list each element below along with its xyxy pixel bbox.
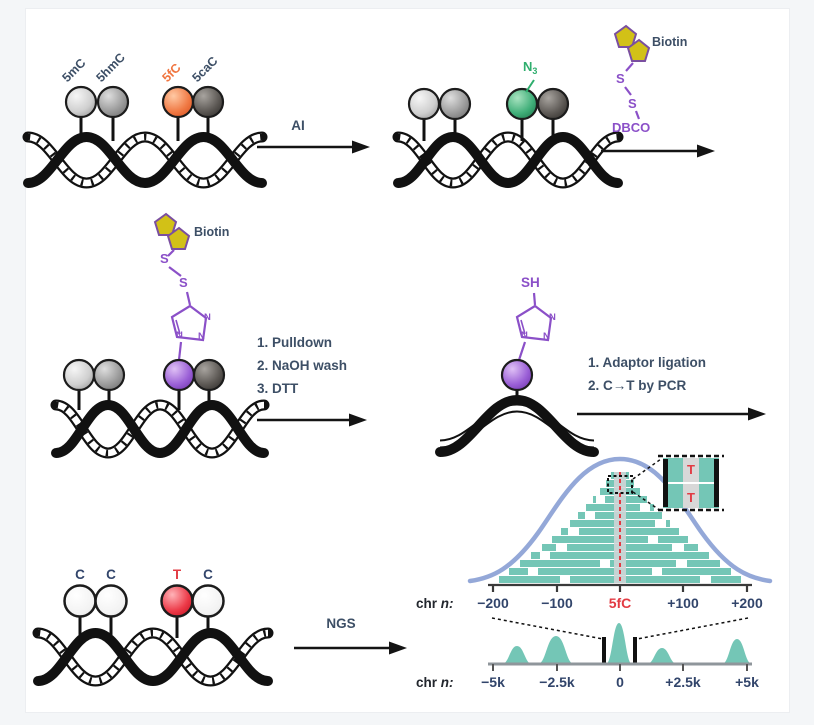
genome-track-plot [488, 617, 752, 671]
thiol-triazole-structure [515, 292, 553, 361]
ball-5caC [191, 85, 225, 119]
triazole-ring [170, 304, 208, 342]
ball-5hmC-2 [438, 87, 472, 121]
biotin-ring-icon [626, 38, 651, 62]
biotin-ring-icon [166, 226, 191, 250]
pileup-tick-5fC: 5fC [608, 595, 632, 611]
arrow-ngs [294, 641, 407, 655]
label-S-bottom-2: S [179, 275, 188, 290]
track-tick: +2.5k [665, 674, 701, 690]
zoom-window-bar [602, 637, 606, 664]
triazole-N-atom: N [198, 331, 205, 342]
ball-5hmC [96, 85, 130, 119]
figure-panel [25, 8, 790, 713]
label-DBCO: DBCO [612, 120, 651, 135]
step-pcr-1: 1. Adaptor ligation [588, 355, 706, 370]
biotin-ring-icon [613, 24, 638, 48]
step-pulldown-3: 3. DTT [257, 381, 299, 396]
track-tick: 0 [616, 674, 624, 690]
zoom-window-bar [633, 637, 637, 664]
label-base-C: C [75, 567, 85, 582]
arrow-pulldown [257, 413, 367, 427]
read-pileup-plot [467, 454, 773, 592]
dna-helix-3 [50, 358, 270, 459]
triazole-N-atom: N [521, 330, 528, 341]
label-biotin-2: Biotin [194, 225, 230, 239]
pileup-tick: +100 [667, 595, 699, 611]
dna-helix-2 [392, 79, 624, 189]
ball-T [160, 584, 194, 618]
zoom-region-box [607, 475, 633, 494]
inset-base-T: T [687, 490, 695, 505]
ball-C [94, 584, 128, 618]
pileup-tick: −200 [477, 595, 509, 611]
label-S-top-1: S [616, 71, 625, 86]
track-tick: +5k [735, 674, 759, 690]
ball-5fC [161, 85, 195, 119]
biotin-dbco-reagent [601, 24, 715, 158]
pileup-tick: −100 [541, 595, 573, 611]
ball-5mC [64, 85, 98, 119]
arrow-pcr [577, 407, 766, 421]
track-tick: −5k [481, 674, 505, 690]
arrow-AI [257, 140, 370, 154]
track-tick: −2.5k [539, 674, 575, 690]
triazole-N-atom: N [204, 312, 211, 323]
ball-azide [505, 87, 539, 121]
label-base-C: C [203, 567, 213, 582]
label-AI-reagent: AI [291, 118, 305, 133]
biotin-ring-icon [153, 212, 178, 236]
label-S-top-2: S [160, 251, 169, 266]
dna-helix-4 [32, 584, 274, 687]
coverage-envelope-curve [467, 456, 773, 584]
ball-C [191, 584, 225, 618]
triazole-N-atom: N [549, 312, 556, 323]
step-pulldown-2: 2. NaOH wash [257, 358, 348, 373]
pileup-tick: +200 [731, 595, 763, 611]
dna-helix-1 [22, 85, 268, 189]
ball-5mC-2 [407, 87, 441, 121]
ball-thiol-5fC [500, 358, 534, 392]
ball-C [63, 584, 97, 618]
ball-clicked-5fC [162, 358, 196, 392]
step-pulldown-1: 1. Pulldown [257, 335, 333, 350]
pileup-axis-prefix: chr n: [416, 596, 454, 611]
label-biotin-1: Biotin [652, 35, 688, 49]
step-pcr-2: 2. C→T by PCR [588, 378, 687, 393]
label-N3: N3 [523, 59, 538, 76]
label-NGS: NGS [326, 616, 356, 631]
label-base-T: T [172, 567, 182, 582]
read-zoom-inset [658, 454, 724, 512]
ball-5caC-2 [536, 87, 570, 121]
label-SH: SH [521, 275, 540, 290]
inset-base-T: T [687, 462, 695, 477]
biotin-triazole-structure [153, 212, 208, 361]
label-base-C: C [106, 567, 116, 582]
dna-wave-single [435, 358, 599, 457]
triazole-ring [515, 304, 553, 342]
triazole-N-atom: N [176, 330, 183, 341]
label-S-bottom-1: S [628, 96, 637, 111]
triazole-N-atom: N [543, 331, 550, 342]
azide-bond [525, 79, 535, 93]
track-axis-prefix: chr n: [416, 675, 454, 690]
